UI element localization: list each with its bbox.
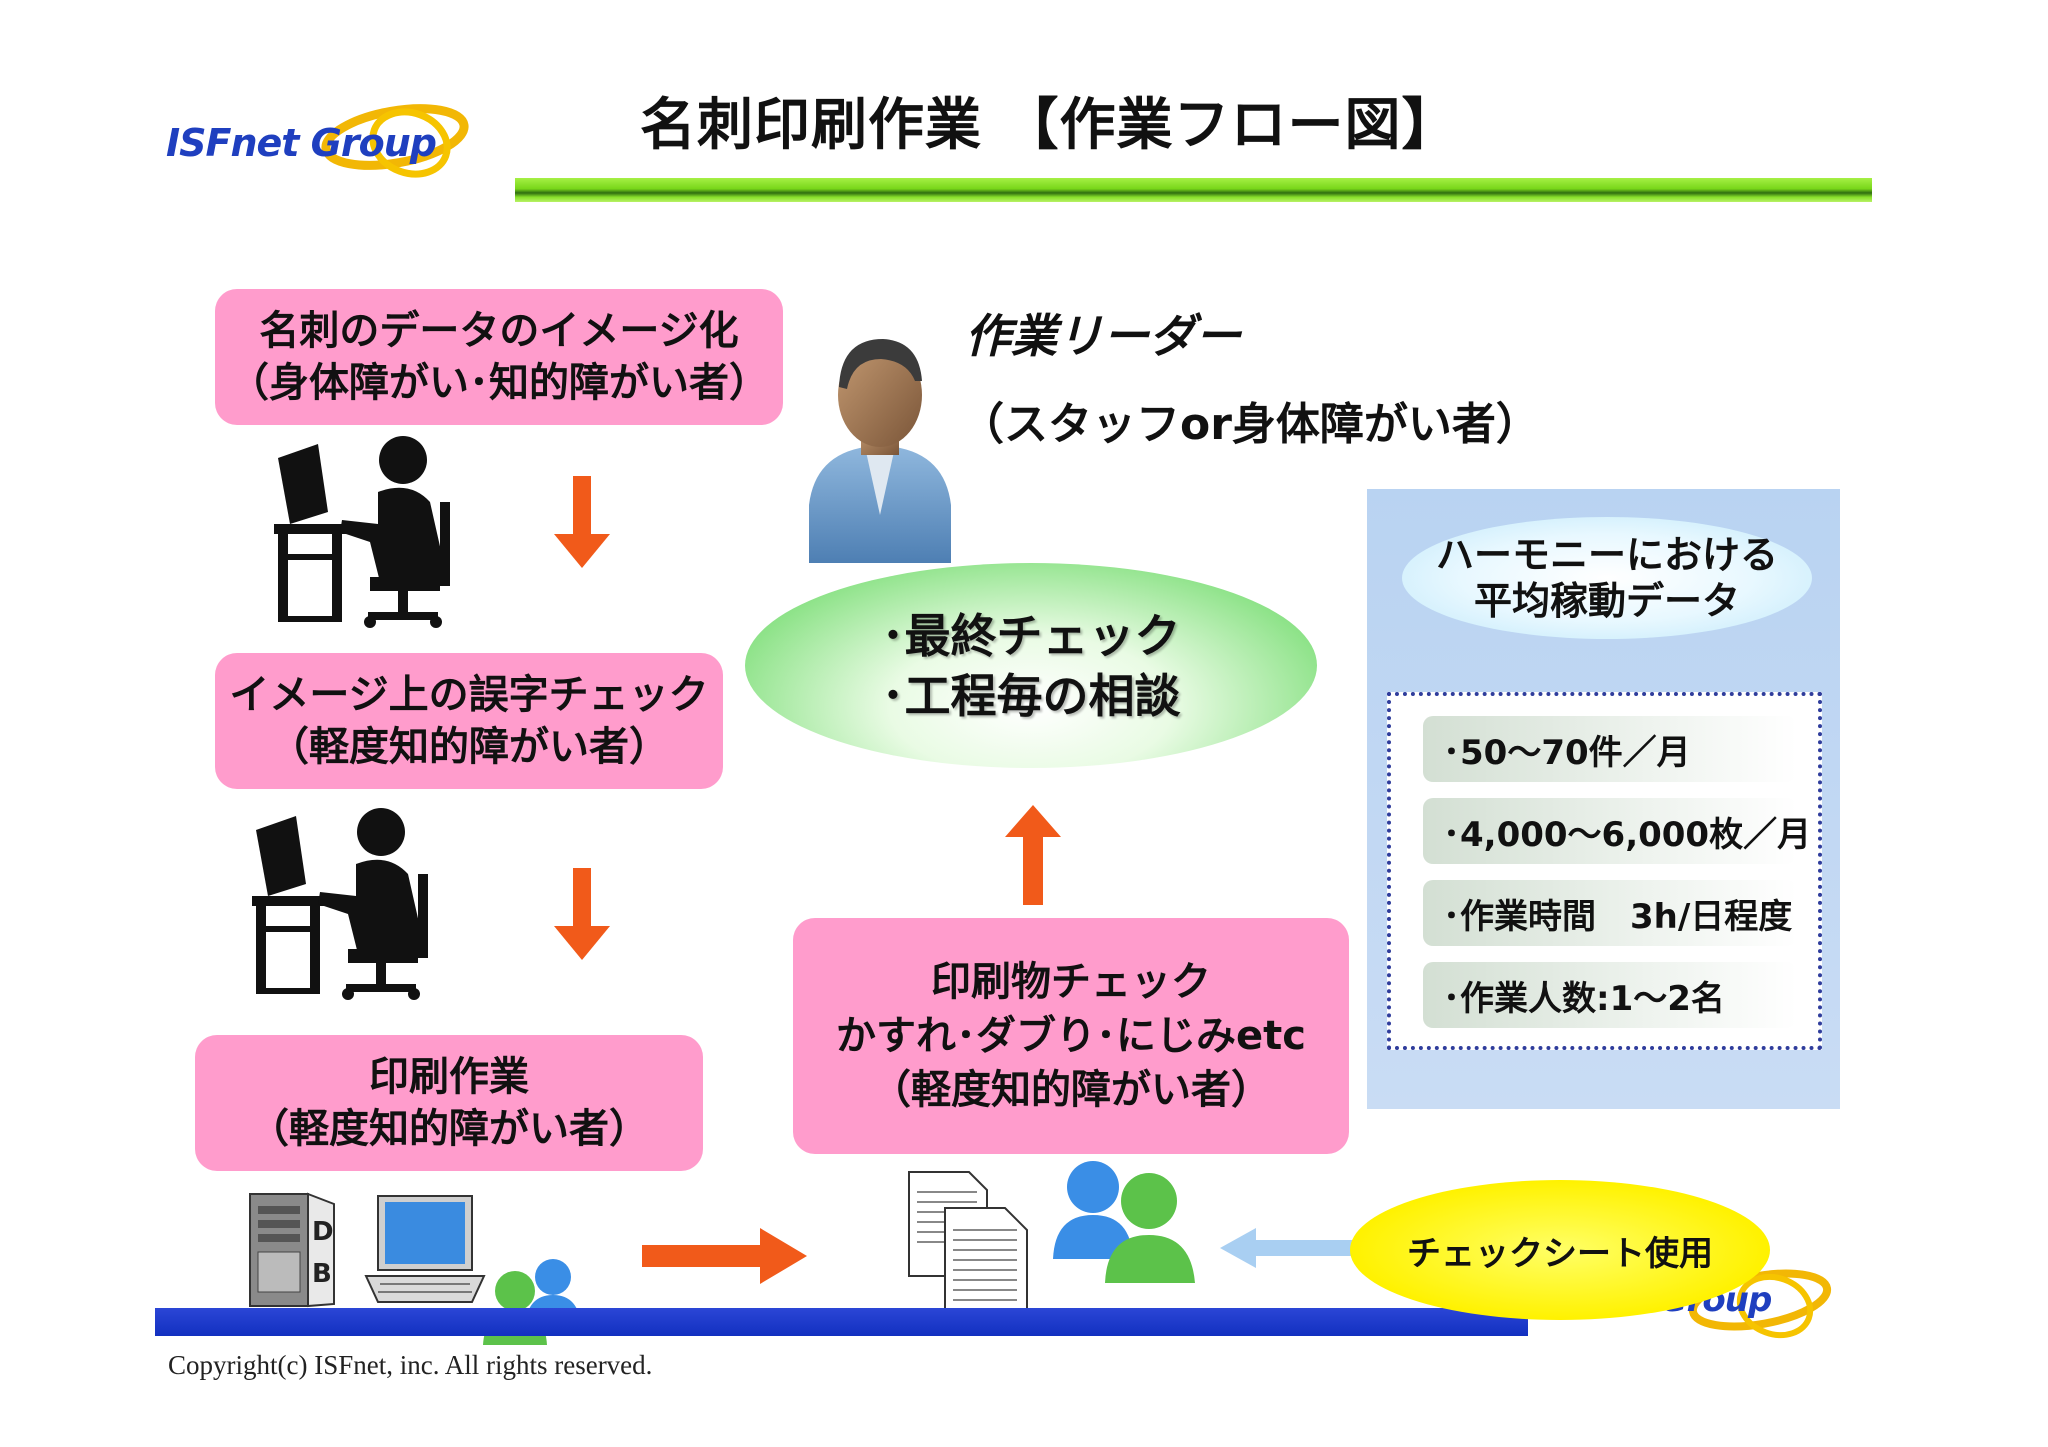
step-printing: 印刷作業 （軽度知的障がい者） <box>195 1035 703 1171</box>
arrow-right-icon <box>642 1228 807 1284</box>
users-icon <box>1045 1155 1205 1285</box>
logo-text: ISFnet Group <box>166 121 437 165</box>
leader-avatar-icon <box>795 325 955 575</box>
panel-heading-line2: 平均稼動データ <box>1473 579 1740 623</box>
stat-item: ･4,000～6,000枚／月 <box>1423 798 1811 864</box>
copyright-text: Copyright(c) ISFnet, inc. All rights res… <box>168 1350 653 1380</box>
computer-worker-icon <box>270 432 470 632</box>
page-title: 名刺印刷作業 【作業フロー図】 <box>640 93 1459 158</box>
harmony-stats-panel: ハーモニーにおける 平均稼動データ ･50～70件／月 ･4,000～6,000… <box>1367 489 1840 1109</box>
step-label: 印刷作業 <box>369 1054 529 1100</box>
computer-worker-icon <box>248 804 448 1004</box>
stat-item: ･作業人数:1～2名 <box>1423 962 1797 1028</box>
arrow-down-icon <box>552 476 612 571</box>
step-print-check: 印刷物チェック かすれ･ダブり･にじみetc （軽度知的障がい者） <box>793 918 1349 1154</box>
step-typo-check: イメージ上の誤字チェック （軽度知的障がい者） <box>215 653 723 789</box>
arrow-up-icon <box>1003 805 1063 905</box>
leader-role: （スタッフor身体障がい者） <box>960 399 1540 450</box>
isfnet-logo: ISFnet Group <box>160 95 520 185</box>
leader-tasks-ellipse: ･最終チェック ･工程毎の相談 <box>745 563 1317 768</box>
step-worker: （軽度知的障がい者） <box>269 724 669 770</box>
panel-heading-line1: ハーモニーにおける <box>1435 533 1778 577</box>
stat-item: ･50～70件／月 <box>1423 716 1797 782</box>
stat-item: ･作業時間 3h/日程度 <box>1423 880 1797 946</box>
step-check-items: かすれ･ダブり･にじみetc <box>836 1013 1306 1059</box>
step-label: 印刷物チェック <box>931 959 1211 1005</box>
step-label: イメージ上の誤字チェック <box>229 672 709 718</box>
step-worker: （身体障がい･知的障がい者） <box>229 360 769 406</box>
check-sheet-ellipse: チェックシート使用 <box>1350 1180 1770 1320</box>
final-check-label: ･最終チェック <box>881 608 1181 663</box>
laptop-icon <box>360 1192 490 1310</box>
documents-icon <box>905 1168 1035 1318</box>
panel-heading: ハーモニーにおける 平均稼動データ <box>1402 517 1812 639</box>
database-server-icon: D B <box>248 1192 338 1310</box>
step-image-conversion: 名刺のデータのイメージ化 （身体障がい･知的障がい者） <box>215 289 783 425</box>
stats-list: ･50～70件／月 ･4,000～6,000枚／月 ･作業時間 3h/日程度 ･… <box>1387 692 1822 1050</box>
title-underline-bar <box>515 178 1872 202</box>
step-worker: （軽度知的障がい者） <box>871 1067 1271 1113</box>
arrow-down-icon <box>552 868 612 963</box>
leader-title: 作業リーダー <box>965 309 1241 363</box>
svg-text:D: D <box>312 1217 334 1247</box>
check-sheet-label: チェックシート使用 <box>1407 1233 1713 1274</box>
step-label: 名刺のデータのイメージ化 <box>259 308 739 354</box>
footer-bar <box>155 1308 1528 1336</box>
step-worker: （軽度知的障がい者） <box>249 1106 649 1152</box>
arrow-left-icon <box>1220 1228 1370 1268</box>
consultation-label: ･工程毎の相談 <box>881 668 1181 723</box>
svg-text:B: B <box>312 1259 332 1289</box>
